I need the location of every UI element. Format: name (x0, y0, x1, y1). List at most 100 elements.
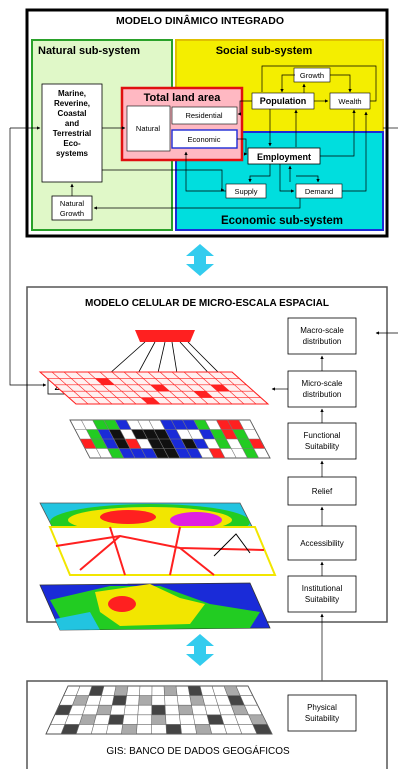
grid-line (151, 685, 153, 735)
grid-line (39, 371, 77, 405)
physical-suitability-label-2: Suitability (305, 714, 339, 723)
grid-line (87, 371, 125, 405)
natural-growth-label-2: Growth (60, 209, 84, 218)
grid-line (90, 685, 105, 735)
road-network (55, 526, 265, 576)
grid-line (111, 371, 149, 405)
growth-label: Growth (300, 71, 324, 80)
svg-text:Reverine,: Reverine, (54, 99, 90, 108)
grid-line (195, 371, 233, 405)
economic-subsystem-title: Economic sub-system (221, 215, 343, 227)
total-land-area-title: Total land area (144, 92, 222, 104)
grid-line (163, 685, 167, 735)
grid-cell (114, 686, 128, 696)
grid-cell (248, 714, 268, 725)
natural-subsystem-title: Natural sub-system (38, 45, 140, 57)
institutional-suitability-box (287, 575, 357, 613)
grid-line (136, 685, 141, 735)
grid-cell (112, 695, 127, 706)
svg-text:systems: systems (56, 149, 89, 158)
grid-line (159, 371, 197, 405)
grid-line (199, 685, 213, 735)
grid-cell (121, 724, 138, 734)
social-subsystem-title: Social sub-system (216, 45, 313, 57)
grid-cell (166, 724, 182, 734)
grid-line (75, 371, 113, 405)
macro-scale-label-2: distribution (303, 337, 342, 346)
grid-line (219, 371, 257, 405)
grid-cell (54, 705, 73, 715)
grid-cell (72, 695, 89, 706)
functional-suitability-box (287, 422, 357, 460)
grid-line (171, 371, 209, 405)
grid-line (63, 371, 101, 405)
middle-panel: MODELO CELULAR DE MICRO-ESCALA ESPACIAL … (9, 128, 398, 694)
grid-line (105, 685, 117, 735)
grid-cell (138, 695, 152, 706)
grid-cell (224, 686, 241, 696)
grid-cell (252, 724, 272, 734)
top-connectors (10, 65, 398, 210)
accessibility-layer (48, 526, 277, 576)
grid-cell (210, 384, 230, 392)
grid-line (75, 685, 93, 735)
grid-line (247, 685, 273, 735)
micro-scale-label-2: distribution (303, 390, 342, 399)
flow-arrow-bottom (186, 634, 214, 666)
natural-growth-box (51, 195, 93, 221)
land-natural-label: Natural (136, 124, 161, 133)
functional-suitability-layer (69, 419, 271, 459)
grid-cell (178, 705, 194, 715)
svg-text:Coastal: Coastal (58, 109, 87, 118)
institutional-layer (39, 582, 271, 631)
svg-text:and: and (65, 119, 79, 128)
land-residential-label: Residential (185, 111, 222, 120)
top-panel: MODELO DINÂMICO INTEGRADO Natural sub-sy… (10, 8, 398, 238)
step-column: Macro-scale distribution Micro-scale dis… (271, 317, 357, 694)
grid-cell (88, 686, 104, 696)
gis-caption: GIS: BANCO DE DADOS GEOGÁFICOS (106, 744, 290, 757)
supply-label: Supply (235, 187, 258, 196)
macro-scale-distribution-box (287, 317, 357, 355)
grid-line (45, 685, 69, 735)
grid-cell (188, 686, 203, 696)
gis-grid-layer (45, 685, 273, 735)
land-natural-box (126, 105, 171, 152)
grid-cell (61, 724, 80, 734)
accessibility-label: Accessibility (300, 539, 344, 548)
macro-scale-label-1: Macro-scale (300, 326, 344, 335)
functional-suitability-label-2: Suitability (305, 442, 339, 451)
grid-cell (193, 391, 213, 398)
micro-scale-grid-layer (38, 371, 270, 405)
grid-cell (95, 378, 115, 385)
flow-arrow-top (186, 244, 214, 276)
grid-cell (194, 724, 212, 734)
population-label: Population (260, 96, 307, 106)
institutional-suitability-label-1: Institutional (302, 584, 343, 593)
land-residential-box (171, 106, 238, 125)
grid-line (175, 685, 182, 735)
grid-line (135, 371, 173, 405)
svg-text:Marine,: Marine, (58, 89, 86, 98)
grid-line (223, 685, 243, 735)
wealth-label: Wealth (338, 97, 361, 106)
grid-cell (151, 714, 167, 725)
functional-suitability-label-1: Functional (304, 431, 341, 440)
physical-suitability-box (287, 694, 357, 732)
grid-line (51, 371, 89, 405)
grid-cell (140, 397, 160, 404)
ecosystems-label: Marine, Reverine, Coastal and Terrestria… (53, 89, 92, 158)
svg-text:Eco-: Eco- (63, 139, 81, 148)
middle-panel-title: MODELO CELULAR DE MICRO-ESCALA ESPACIAL (85, 298, 329, 309)
relief-box (287, 476, 357, 506)
grid-line (147, 371, 185, 405)
bottom-panel: Physical Suitability GIS: BANCO DE DADOS… (26, 680, 388, 769)
grid-line (121, 685, 129, 735)
grid-line (99, 371, 137, 405)
demand-label: Demand (305, 187, 333, 196)
grid-cell (189, 695, 205, 706)
grid-cell (164, 686, 178, 696)
grid-cell (79, 714, 97, 725)
grid-line (231, 371, 269, 405)
grid-line (123, 371, 161, 405)
